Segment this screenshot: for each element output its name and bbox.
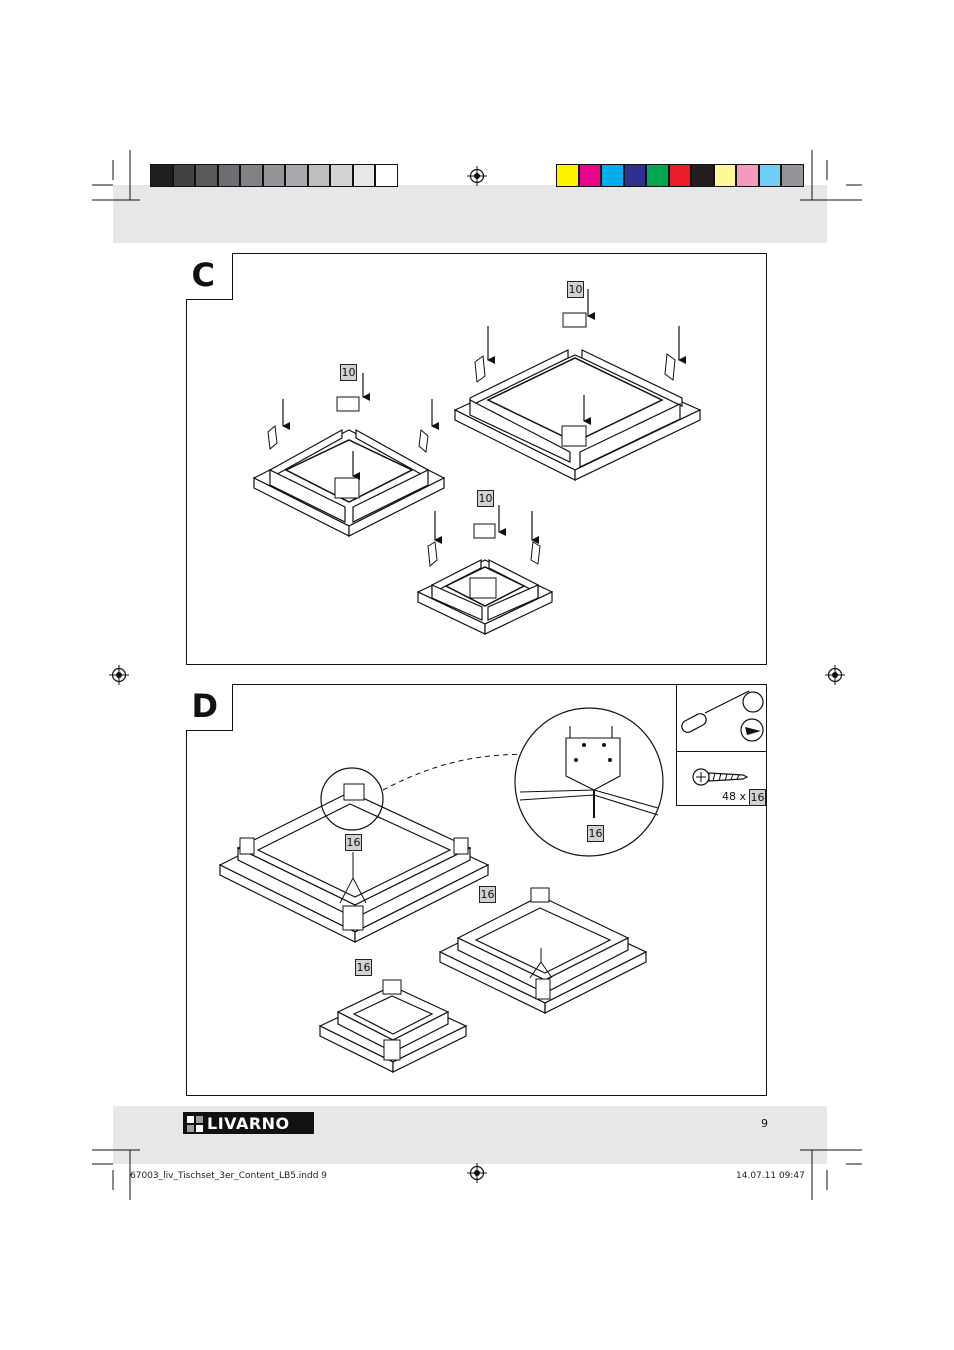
part-label-10: 10 xyxy=(340,364,357,381)
frame-small-assembled xyxy=(318,985,468,1073)
color-swatch xyxy=(646,164,669,187)
color-swatch xyxy=(217,164,240,187)
color-swatch xyxy=(330,164,353,187)
screwdriver-icon xyxy=(681,690,764,742)
registration-mark-right xyxy=(825,665,845,685)
logo-wordmark: LIVARNO xyxy=(207,1114,290,1133)
part-label-10: 10 xyxy=(567,281,584,298)
part-label-16: 16 xyxy=(587,825,604,842)
registration-mark-bottom xyxy=(467,1163,487,1183)
header-band xyxy=(113,185,827,243)
file-timestamp: 14.07.11 09:47 xyxy=(736,1171,805,1181)
color-swatch xyxy=(172,164,195,187)
part-label-16: 16 xyxy=(345,834,362,851)
panel-c-tab: C xyxy=(185,252,233,300)
panel-c-letter: C xyxy=(191,255,215,294)
screw-part-label: 16 xyxy=(749,789,766,806)
screw-quantity: 48 x xyxy=(722,790,747,803)
frame-medium xyxy=(252,428,446,537)
screw-icon xyxy=(692,768,749,786)
color-swatch xyxy=(668,164,691,187)
part-label-16: 16 xyxy=(355,959,372,976)
registration-mark-top xyxy=(467,166,487,186)
color-swatch xyxy=(556,164,579,187)
color-swatch xyxy=(691,164,714,187)
tool-box-divider xyxy=(677,751,767,752)
color-swatch xyxy=(352,164,375,187)
color-swatch xyxy=(758,164,781,187)
page-number: 9 xyxy=(761,1117,768,1130)
color-swatch xyxy=(262,164,285,187)
frame-medium-assembled xyxy=(438,895,648,1014)
frame-large xyxy=(453,349,702,481)
panel-d-tab: D xyxy=(185,683,233,731)
frame-large-assembled xyxy=(218,791,490,943)
color-swatch xyxy=(195,164,218,187)
file-name: 67003_liv_Tischset_3er_Content_LB5.indd … xyxy=(130,1171,328,1181)
magnifier-large xyxy=(514,707,664,857)
registration-mark-left xyxy=(109,665,129,685)
color-swatch xyxy=(375,164,398,187)
logo-mark-icon xyxy=(187,1116,203,1132)
color-swatch xyxy=(601,164,624,187)
color-swatch xyxy=(781,164,804,187)
color-swatch xyxy=(150,164,173,187)
part-label-10: 10 xyxy=(477,490,494,507)
livarno-logo: LIVARNO xyxy=(183,1112,314,1134)
tool-box xyxy=(676,684,767,806)
panel-d-letter: D xyxy=(191,686,219,725)
color-swatch xyxy=(623,164,646,187)
magnifier-small xyxy=(320,767,384,831)
color-swatch xyxy=(578,164,601,187)
color-swatch xyxy=(307,164,330,187)
color-swatch xyxy=(285,164,308,187)
part-label-16: 16 xyxy=(479,886,496,903)
large-frame-brackets xyxy=(474,312,676,447)
color-swatch xyxy=(736,164,759,187)
color-swatch xyxy=(713,164,736,187)
color-swatch xyxy=(240,164,263,187)
